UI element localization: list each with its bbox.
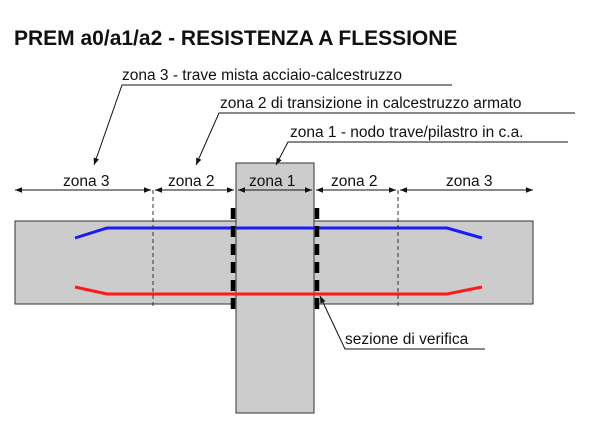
bottom-rebar bbox=[74, 285, 483, 296]
top-rebar bbox=[74, 226, 483, 240]
callout-zone3-leader bbox=[93, 84, 452, 166]
callout-zone3-label: zona 3 - trave mista acciaio-calcestruzz… bbox=[122, 67, 402, 84]
diagram-title: PREM a0/a1/a2 - RESISTENZA A FLESSIONE bbox=[14, 27, 457, 50]
zone-label: zona 3 bbox=[446, 173, 493, 190]
zone-label: zona 2 bbox=[168, 173, 215, 190]
zone-label: zona 3 bbox=[63, 173, 110, 190]
callout-zone1-leader bbox=[275, 141, 568, 166]
callout-zone2-leader bbox=[195, 112, 575, 166]
callout-zone2-label: zona 2 di transizione in calcestruzzo ar… bbox=[220, 95, 522, 112]
callout-zone1-label: zona 1 - nodo trave/pilastro in c.a. bbox=[290, 124, 524, 141]
callout-section-label: sezione di verifica bbox=[345, 331, 469, 348]
callout-section-leader bbox=[319, 295, 485, 350]
zone-label: zona 1 bbox=[249, 173, 296, 190]
zone-label: zona 2 bbox=[331, 173, 378, 190]
